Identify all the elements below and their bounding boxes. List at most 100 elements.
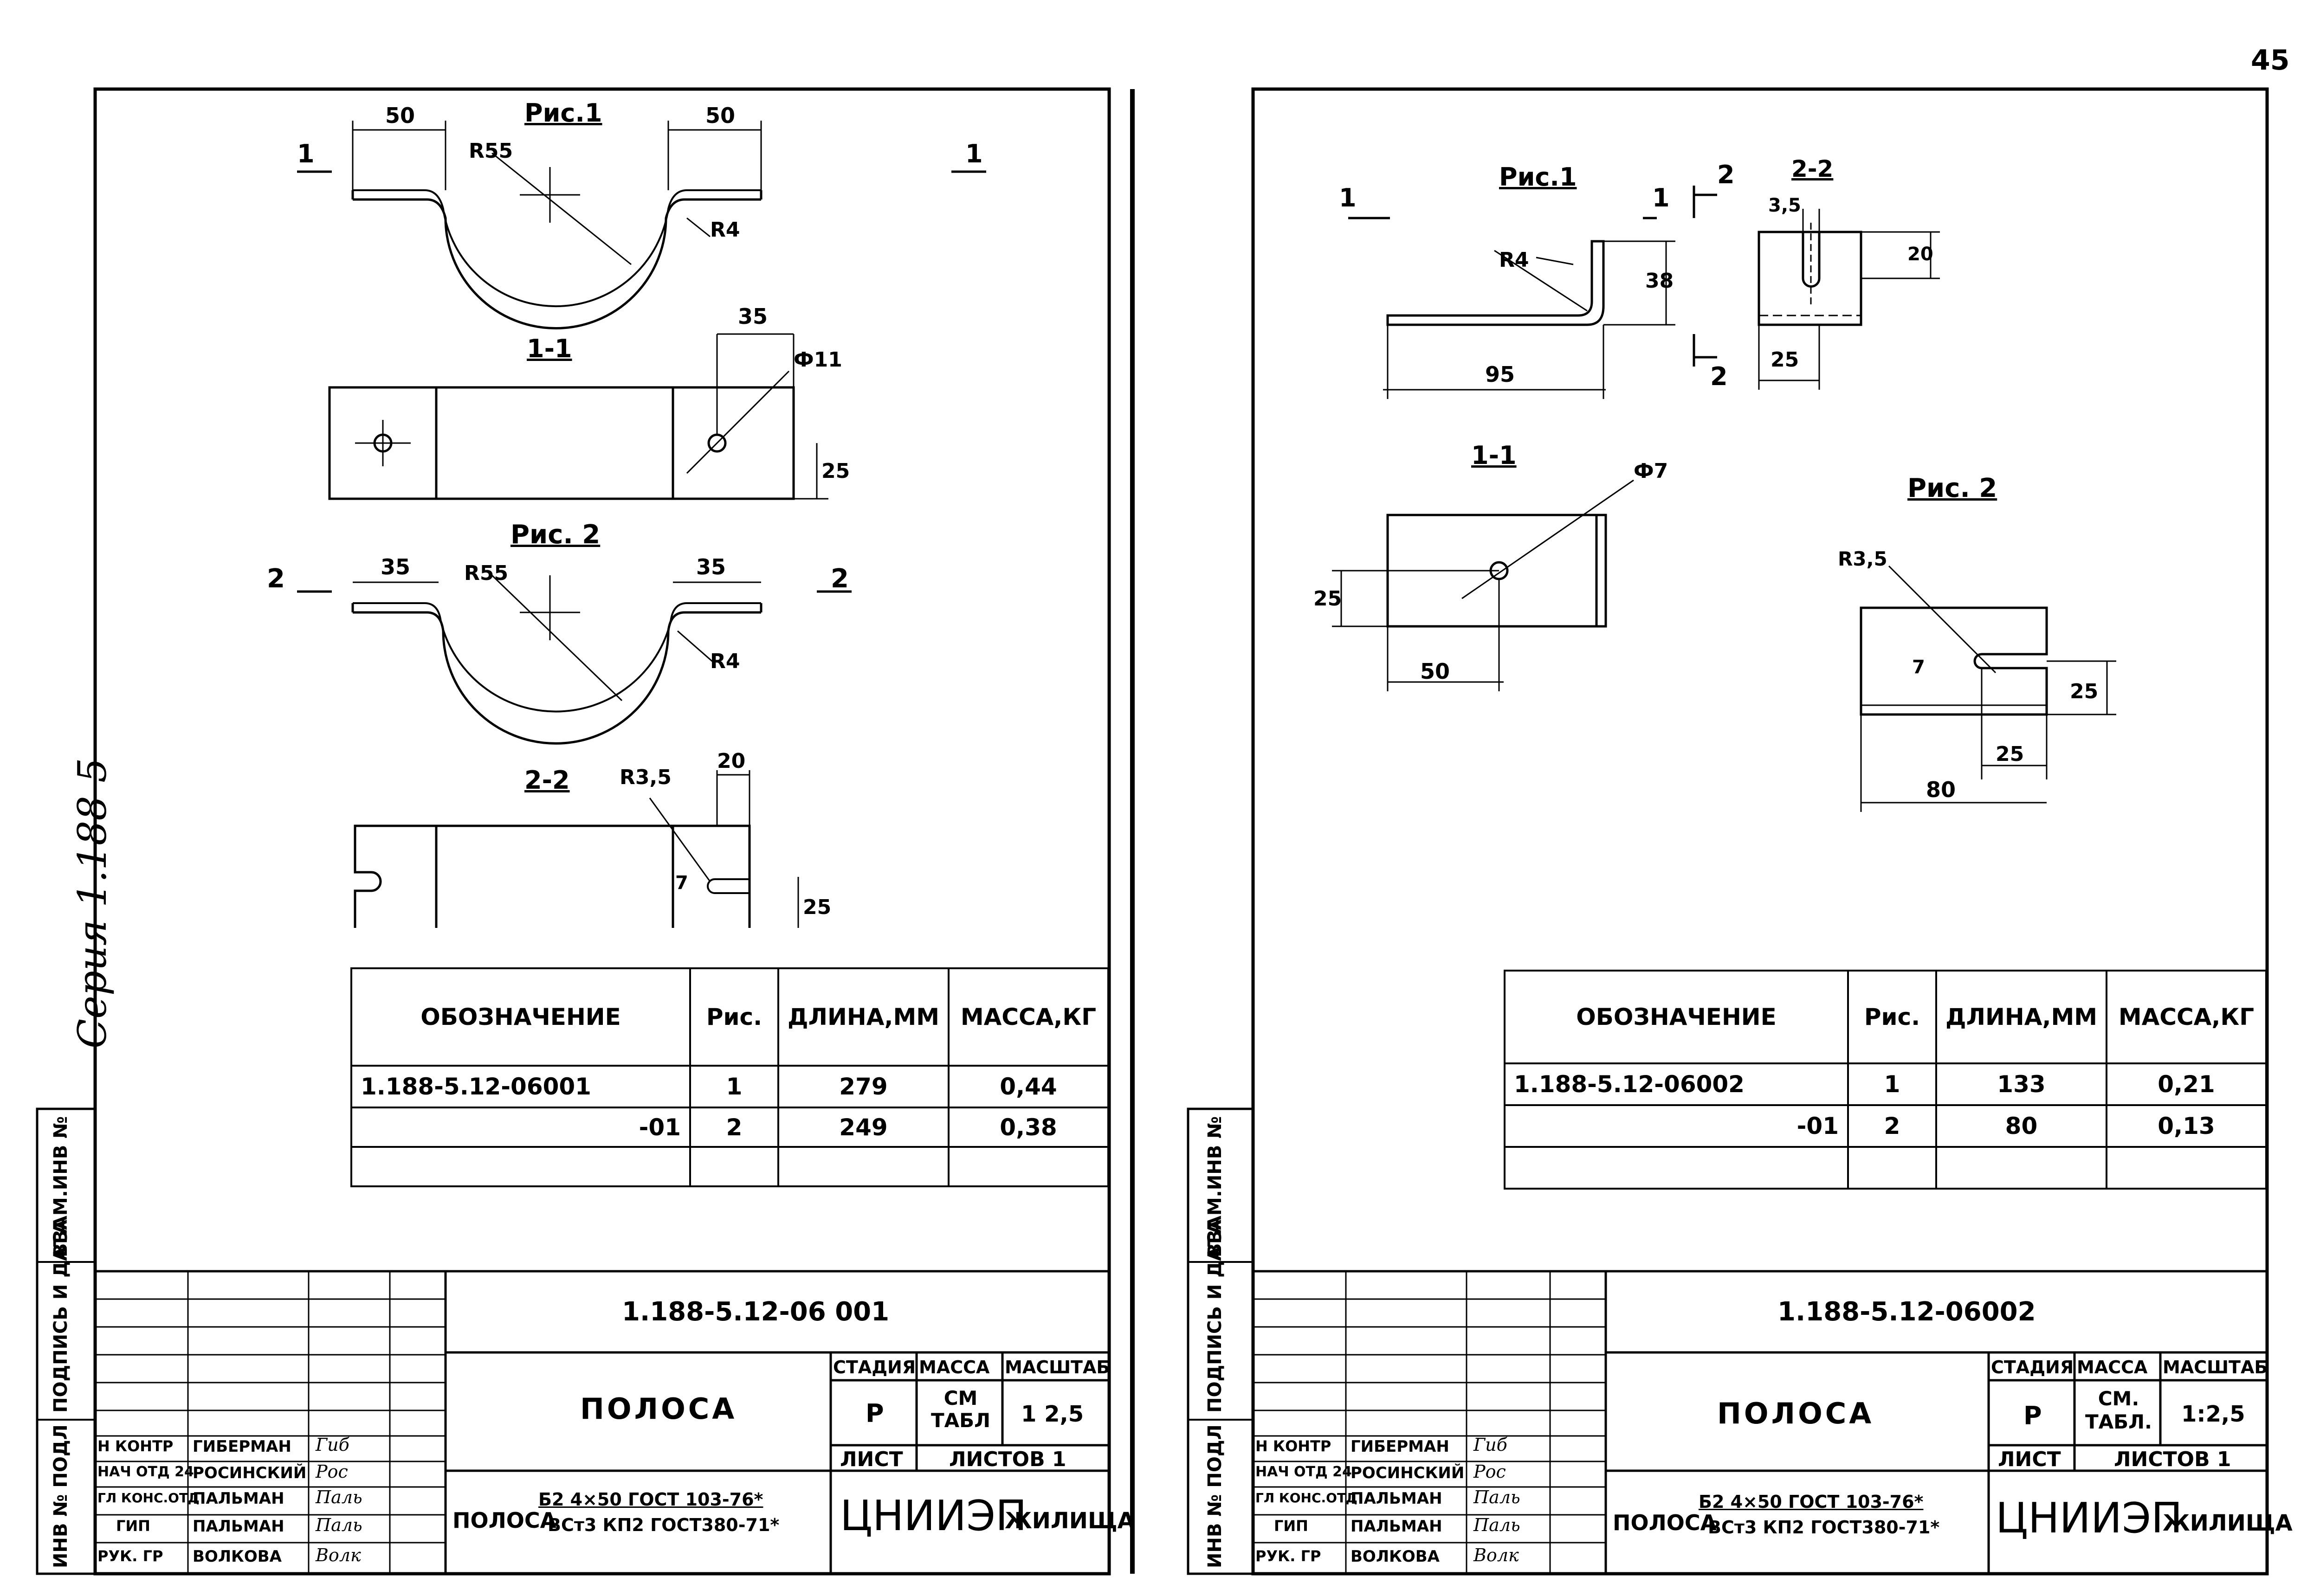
dim-label: 25 [1313, 587, 1342, 611]
dim-label: 3,5 [1768, 195, 1801, 216]
table-header: ОБОЗНАЧЕНИЕ [350, 967, 691, 1067]
dim-label: 50 [385, 103, 415, 128]
sheet2-drawing [1332, 186, 2116, 812]
sheet-label: ЛИСТ [1998, 1448, 2061, 1471]
dim-label: 95 [1485, 362, 1515, 387]
table-cell: 1 [1847, 1062, 1937, 1106]
mass-label: МАССА [2077, 1357, 2148, 1377]
side-label-vzam: ВЗАМ.ИНВ № [1204, 1116, 1226, 1257]
dim-label: 20 [1907, 244, 1933, 265]
staff-name: ПАЛЬМАН [193, 1489, 284, 1508]
org-name: ЦНИИЭП [1996, 1494, 2183, 1543]
section-mark: 2 [1710, 362, 1728, 391]
sheet2-frame [1251, 87, 2269, 1576]
section-mark: 1 [1339, 183, 1357, 212]
dim-label: 25 [821, 459, 850, 483]
doc-code: 1.188-5.12-06002 [1777, 1297, 2036, 1327]
sheet1-drawing [297, 121, 986, 928]
dim-label: 80 [1926, 777, 1956, 802]
table-cell: 1 [689, 1065, 779, 1108]
section22-title: 2-2 [524, 766, 570, 795]
sheets-label: ЛИСТОВ 1 [949, 1448, 1066, 1471]
staff-role: РУК. ГР [97, 1547, 163, 1565]
part-name: ПОЛОСА [1717, 1396, 1874, 1430]
staff-role: ГИП [116, 1517, 150, 1535]
sheet1-frame [93, 87, 1111, 1576]
table-cell: 80 [1935, 1104, 2107, 1148]
staff-role: РУК. ГР [1255, 1547, 1321, 1565]
table-cell [1847, 1146, 1937, 1190]
table-cell [947, 1146, 1110, 1187]
staff-role: ГИП [1274, 1517, 1308, 1535]
org-sub: ЖИЛИЩА [1005, 1508, 1135, 1534]
table-cell: 0,38 [947, 1107, 1110, 1148]
table-header: МАССА,КГ [2105, 970, 2268, 1064]
table-cell: 2 [689, 1107, 779, 1148]
mass-value: СМ ТАБЛ [931, 1387, 991, 1432]
staff-role: НАЧ ОТД 24 [1255, 1464, 1352, 1480]
table-cell: 1.188-5.12-06001 [350, 1065, 691, 1108]
table-cell: 0,21 [2105, 1062, 2268, 1106]
staff-sign: Паль [1473, 1515, 1520, 1535]
table-cell: 133 [1935, 1062, 2107, 1106]
dim-label: 25 [2070, 680, 2099, 703]
section-mark: 1 [965, 139, 983, 168]
dim-label: 38 [1645, 269, 1674, 293]
dim-label: 50 [705, 103, 736, 128]
stage-value: Р [2023, 1401, 2042, 1430]
dim-label: 7 [1912, 656, 1925, 678]
stage-label: СТАДИЯ [833, 1357, 916, 1377]
fig2-title: Рис. 2 [1907, 473, 1997, 503]
org-sub: ЖИЛИЩА [2163, 1510, 2293, 1536]
table-header: Рис. [1847, 970, 1937, 1064]
staff-name: РОСИНСКИЙ [193, 1464, 307, 1482]
dim-label: 35 [738, 304, 768, 329]
part-name: ПОЛОСА [580, 1392, 737, 1426]
section22-title: 2-2 [1791, 155, 1834, 182]
fig1-title: Рис.1 [1499, 162, 1577, 192]
section-mark: 2 [831, 564, 849, 594]
staff-sign: Паль [1473, 1487, 1520, 1507]
dim-label: 25 [803, 895, 832, 919]
table-cell: 0,44 [947, 1065, 1110, 1108]
section22-strip [1758, 231, 1862, 326]
staff-sign: Гиб [1473, 1435, 1507, 1455]
table-cell: 0,13 [2105, 1104, 2268, 1148]
material-bottom: ВСт3 КП2 ГОСТ380-71* [548, 1515, 780, 1535]
table-cell [2105, 1146, 2268, 1190]
section-mark: 1 [297, 139, 315, 168]
scale-label: МАСШТАБ [2163, 1357, 2268, 1377]
dim-label: 25 [1771, 348, 1799, 372]
section11-title: 1-1 [527, 334, 572, 363]
staff-name: ГИБЕРМАН [1351, 1437, 1449, 1456]
mass-value: СМ. ТАБЛ. [2085, 1387, 2152, 1433]
section11-plate [328, 386, 795, 500]
table-cell: -01 [350, 1107, 691, 1148]
material-prefix: ПОЛОСА [452, 1508, 557, 1533]
table-cell [777, 1146, 950, 1187]
table-header: ДЛИНА,ММ [777, 967, 950, 1067]
dim-label: 7 [675, 872, 688, 894]
stage-label: СТАДИЯ [1991, 1357, 2074, 1377]
section-mark: 2 [267, 564, 285, 594]
table-cell: 2 [1847, 1104, 1937, 1148]
staff-role: НАЧ ОТД 24 [97, 1464, 194, 1480]
page-number: 45 [2251, 44, 2290, 77]
dim-label: R3,5 [1838, 547, 1887, 570]
scale-label: МАСШТАБ [1005, 1357, 1110, 1377]
staff-name: ГИБЕРМАН [193, 1437, 291, 1456]
side-label-vzam: ВЗАМ.ИНВ № [50, 1116, 71, 1257]
dim-label: 25 [1996, 742, 2024, 766]
staff-role: Н КОНТР [97, 1437, 174, 1455]
table-cell [689, 1146, 779, 1187]
dim-label: Ф7 [1634, 459, 1668, 483]
staff-name: ПАЛЬМАН [193, 1517, 284, 1536]
staff-sign: Рос [316, 1461, 348, 1482]
dim-label: 50 [1420, 659, 1450, 684]
table-cell [1935, 1146, 2107, 1190]
table-cell: 1.188-5.12-06002 [1504, 1062, 1849, 1106]
spec-table: ОБОЗНАЧЕНИЕ Рис. ДЛИНА,ММ МАССА,КГ 1.188… [350, 967, 1110, 1187]
fig2-title: Рис. 2 [511, 520, 601, 550]
staff-name: РОСИНСКИЙ [1351, 1464, 1465, 1482]
staff-role: ГЛ КОНС.ОТД [97, 1490, 200, 1506]
